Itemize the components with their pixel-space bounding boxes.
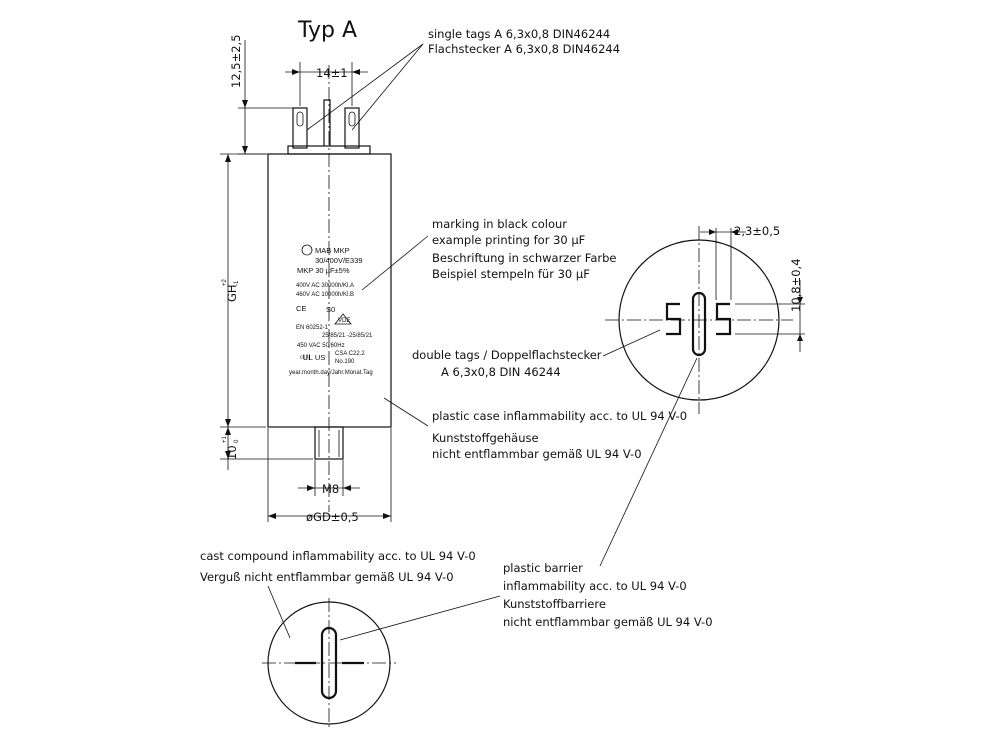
barrier-side: [323, 99, 331, 146]
dim-terminal-height: 12,5±2,5: [229, 34, 243, 88]
label-line7: 25/85/21 -25/85/21: [322, 333, 373, 339]
marking-en-2: example printing for 30 µF: [432, 233, 585, 247]
label-line5: S0: [326, 305, 335, 314]
label-line9: CSA C22.2: [335, 351, 365, 357]
marking-de-1: Beschriftung in schwarzer Farbe: [432, 251, 617, 265]
bottom-view: cast compound inflammability acc. to UL …: [200, 549, 713, 728]
cast-compound-de: Verguß nicht entflammbar gemäß UL 94 V-0: [200, 570, 454, 584]
label-line11: year.month.day/Jahr.Monat.Tag: [289, 370, 373, 376]
label-brand: MAB MKP: [315, 246, 350, 255]
label-line4: 460V AC 10000h/Kl.B: [296, 292, 354, 298]
brand-logo-icon: [301, 244, 313, 256]
barrier-text-2: inflammability acc. to UL 94 V-0: [503, 579, 687, 593]
dim-stud-tol-minus: 0: [234, 439, 240, 443]
tag-right: [344, 107, 360, 149]
drawing-title: Typ A: [297, 18, 357, 43]
capacitor-body: [267, 153, 392, 428]
cast-compound-en: cast compound inflammability acc. to UL …: [200, 549, 476, 563]
top-view: 2,3±0,5 10,8±0,4: [599, 224, 805, 567]
label-line10: No.190: [335, 359, 355, 365]
capacitor-side-view: [267, 65, 392, 512]
marking-de-2: Beispiel stempeln für 30 µF: [432, 267, 590, 281]
dim-stud-length: 10: [225, 445, 239, 460]
single-tags-de: Flachstecker A 6,3x0,8 DIN46244: [428, 42, 620, 56]
barrier-text-1: plastic barrier: [503, 561, 583, 575]
dim-stud-tol-plus: +1: [222, 435, 228, 443]
ce-mark: CE: [296, 304, 306, 313]
case-en: plastic case inflammability acc. to UL 9…: [432, 409, 687, 423]
tag-left-hole: [296, 111, 304, 127]
label-line2: MKP 30 µF±5%: [297, 266, 350, 275]
dim-diameter: øGD±0,5: [306, 510, 359, 524]
single-tags-en: single tags A 6,3x0,8 DIN46244: [428, 27, 610, 41]
double-tags-2: A 6,3x0,8 DIN 46244: [441, 365, 561, 379]
case-de-1: Kunststoffgehäuse: [432, 431, 539, 445]
double-tags-callout: double tags / Doppelflachstecker A 6,3x0…: [412, 329, 661, 379]
dimension-lines: 12,5±2,5 14±1 GH +2 -1 10 +1 0 M8 øGD±0: [220, 34, 392, 524]
dim-thread: M8: [322, 482, 339, 496]
capacitor-label: MAB MKP 30/400V/E339 MKP 30 µF±5% 400V A…: [289, 244, 373, 376]
barrier-text-4: nicht entflammbar gemäß UL 94 V-0: [503, 615, 713, 629]
vde-triangle-icon: [334, 313, 352, 325]
marking-en-1: marking in black colour: [432, 217, 567, 231]
dim-tag-spacing: 14±1: [316, 66, 348, 80]
vde-mark: VDE: [338, 318, 350, 324]
case-de-2: nicht entflammbar gemäß UL 94 V-0: [432, 447, 642, 461]
marking-callout: marking in black colour example printing…: [361, 217, 617, 291]
dim-body-height: GH: [225, 284, 239, 302]
dim-tag-width: 2,3±0,5: [734, 224, 780, 238]
label-line8: 450 VAC 50/60Hz: [297, 343, 345, 349]
label-line6: EN 60252-1: [296, 325, 329, 331]
dim-tag-distance: 10,8±0,4: [789, 258, 803, 312]
tag-right-hole: [348, 111, 356, 127]
barrier-top: [691, 291, 707, 357]
double-tag-left: [665, 302, 682, 336]
ul-mark-icon: ᶜ𝐔𝐋 US: [300, 353, 325, 362]
barrier-bottom: [320, 626, 338, 700]
label-line1: 30/400V/E339: [315, 256, 363, 265]
single-tags-callout: single tags A 6,3x0,8 DIN46244 Flachstec…: [306, 27, 620, 131]
plastic-case-callout: plastic case inflammability acc. to UL 9…: [383, 397, 687, 461]
label-line3: 400V AC 30000h/Kl.A: [296, 283, 354, 289]
barrier-text-3: Kunststoffbarriere: [503, 597, 606, 611]
dim-body-height-tol-minus: -1: [234, 280, 240, 286]
dim-body-height-tol-plus: +2: [222, 278, 228, 286]
tag-left: [292, 107, 308, 149]
double-tags-1: double tags / Doppelflachstecker: [412, 348, 602, 362]
double-tag-right: [715, 302, 732, 336]
